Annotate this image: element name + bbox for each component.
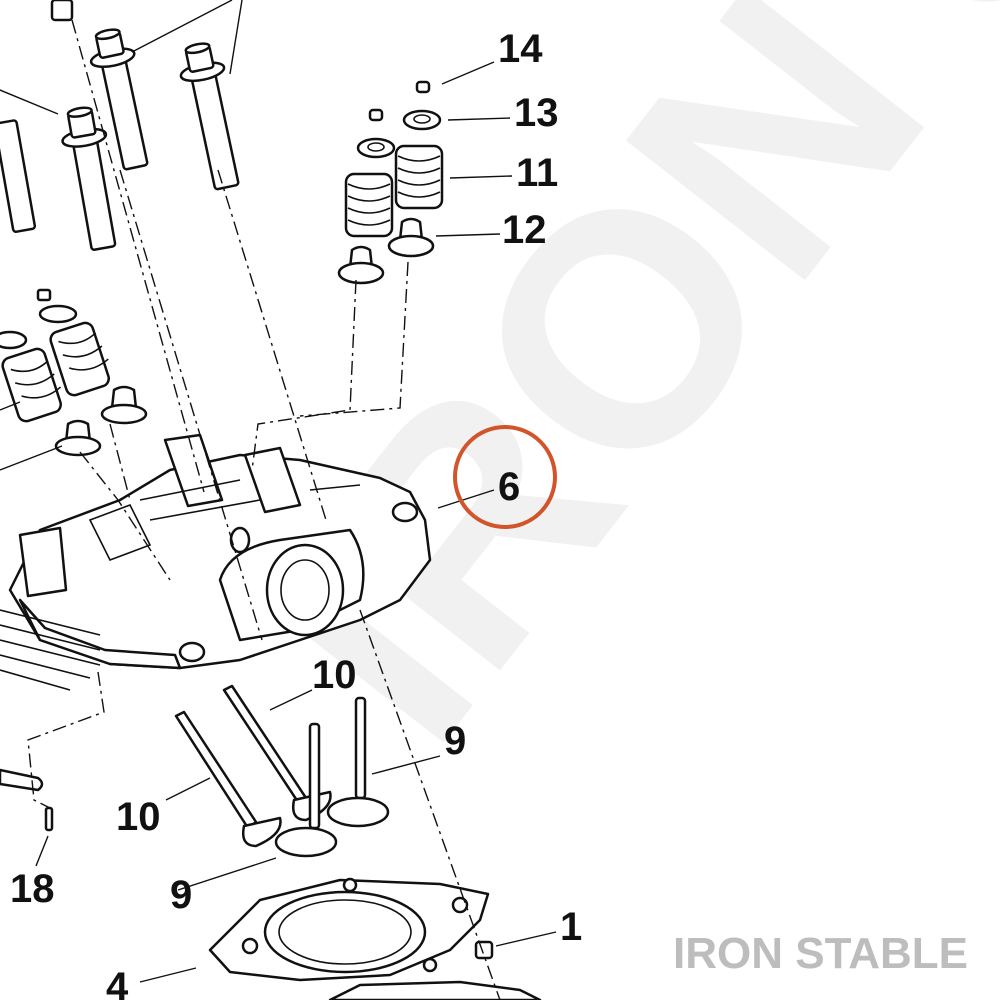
callout-9-upper: 9 bbox=[444, 719, 466, 763]
brand-mark: IRON STABLE bbox=[673, 929, 968, 978]
callout-10-upper: 10 bbox=[312, 653, 357, 697]
valve-train-right bbox=[337, 61, 513, 285]
valves bbox=[165, 684, 441, 891]
small-parts bbox=[0, 768, 54, 867]
gaskets bbox=[139, 877, 557, 1000]
callout-6: 6 bbox=[498, 465, 520, 509]
callout-10-lower: 10 bbox=[116, 795, 161, 839]
callout-13: 13 bbox=[514, 91, 559, 135]
callout-18: 18 bbox=[10, 867, 55, 911]
callout-9-lower: 9 bbox=[170, 873, 192, 917]
head-bolts bbox=[0, 0, 243, 251]
callout-4: 4 bbox=[106, 965, 129, 1000]
alignment-lines bbox=[27, 19, 501, 1000]
cylinder-head bbox=[0, 433, 495, 691]
valve-train-left bbox=[0, 288, 148, 471]
callout-12: 12 bbox=[502, 208, 547, 252]
callout-14: 14 bbox=[498, 27, 543, 71]
callout-1: 1 bbox=[560, 905, 582, 949]
highlight-circle bbox=[453, 425, 557, 529]
callout-11: 11 bbox=[516, 151, 558, 195]
